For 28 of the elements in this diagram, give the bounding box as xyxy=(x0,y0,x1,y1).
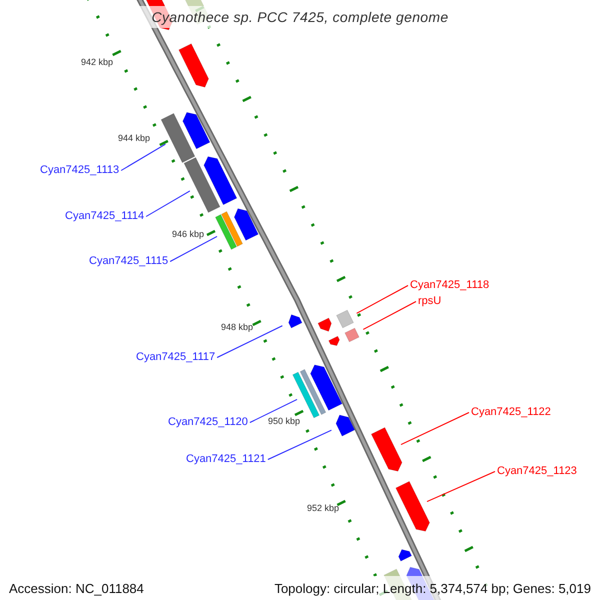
scale-label: 948 kbp xyxy=(221,322,254,332)
gene-label: Cyan7425_1113 xyxy=(40,164,120,177)
leader-line xyxy=(120,144,166,171)
footer-text: Accession: NC_011884 xyxy=(9,580,144,596)
footer-text: Topology: circular; Length: 5,374,574 bp; Genes: 5,019 xyxy=(274,580,591,596)
scale-label: 952 kbp xyxy=(307,503,340,513)
gene-label: Cyan7425_1123 xyxy=(497,465,577,478)
gene-label: Cyan7425_1121 xyxy=(186,453,266,466)
scale-label: 950 kbp xyxy=(268,416,300,426)
scale-label: 942 kbp xyxy=(81,57,114,67)
leader-line xyxy=(146,190,190,217)
gene-label: rpsU xyxy=(418,295,442,308)
leader-line xyxy=(400,412,470,446)
leader-line xyxy=(362,301,416,330)
leader-line xyxy=(426,471,496,502)
leader-line xyxy=(170,236,218,262)
scale-label: 944 kbp xyxy=(118,133,150,143)
leader-line xyxy=(356,285,408,314)
gene-label: Cyan7425_1118 xyxy=(410,279,490,292)
scale-label: 946 kbp xyxy=(172,229,204,239)
gene-label: Cyan7425_1120 xyxy=(168,416,248,429)
gene-label: Cyan7425_1115 xyxy=(89,255,168,268)
gene-label: Cyan7425_1122 xyxy=(471,406,551,419)
leader-line xyxy=(267,430,332,460)
gene-label: Cyan7425_1117 xyxy=(136,351,216,364)
gene-label: Cyan7425_1114 xyxy=(65,210,144,223)
leader-line xyxy=(249,398,298,423)
leader-line xyxy=(216,325,283,358)
